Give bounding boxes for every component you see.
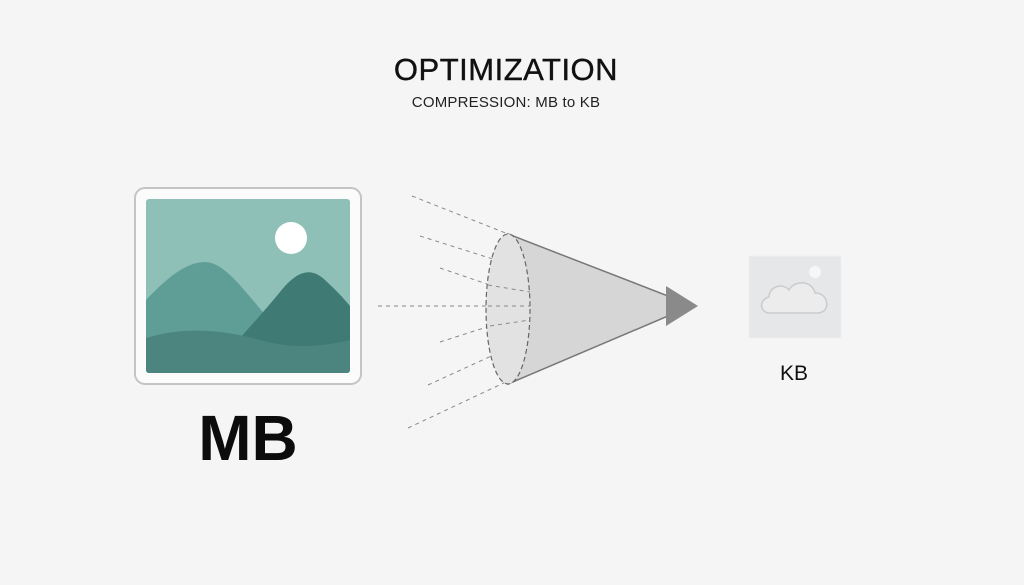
source-size-label: MB	[198, 402, 298, 474]
compression-cone-icon	[485, 232, 698, 386]
page-subtitle: COMPRESSION: MB to KB	[411, 94, 601, 111]
arrow-head-icon	[666, 286, 698, 326]
output-size-label: KB	[779, 362, 808, 385]
cloud-thumbnail-icon	[748, 255, 842, 339]
landscape-image-icon	[134, 187, 362, 385]
page-title: OPTIMIZATION	[393, 52, 619, 87]
sun-icon	[275, 222, 307, 254]
incoming-dashed-lines	[378, 195, 511, 429]
